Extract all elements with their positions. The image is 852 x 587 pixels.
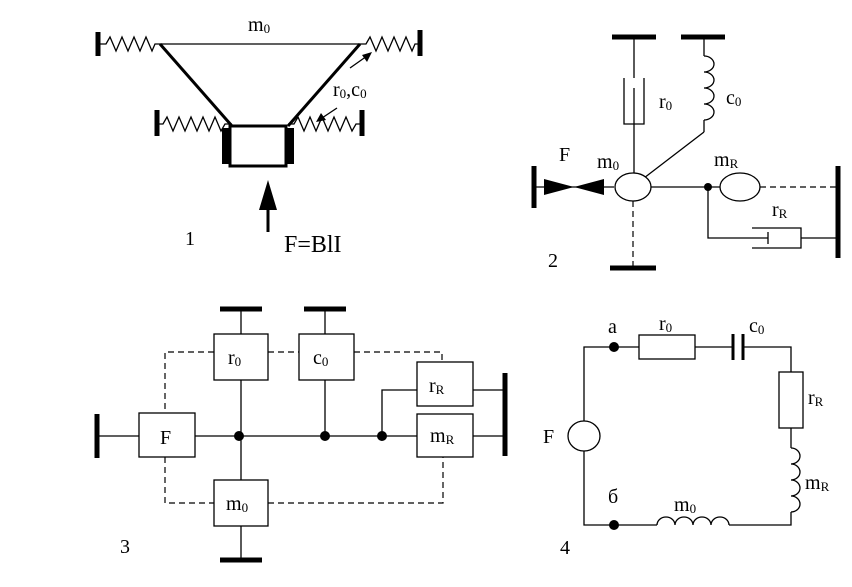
label-m0: m0: [597, 151, 619, 173]
spring-c0-link: [643, 131, 705, 179]
node-dot-1: [234, 431, 244, 441]
force-label-bli: F=BlI: [284, 232, 342, 258]
resistor-r0: [638, 334, 696, 360]
label-rR: rR: [772, 199, 788, 221]
label-F: F: [160, 427, 171, 449]
node-b-dot: [609, 520, 619, 530]
arrow-param-down-head: [316, 113, 326, 122]
wire-left-top: [583, 346, 639, 421]
dashed-frame-left-bottom: [164, 457, 214, 504]
label-c0: c0: [313, 347, 328, 369]
mass-m0: [614, 172, 652, 202]
force-arrow-head: [259, 180, 277, 210]
source-F: [567, 420, 601, 452]
magnet-left: [222, 128, 231, 164]
inductor-m0: [656, 516, 730, 526]
figure-number-1: 1: [185, 228, 195, 250]
link-bus-rR: [381, 389, 417, 436]
block-F: [138, 412, 196, 458]
figure-number-4: 4: [560, 537, 570, 559]
node-dot-2: [320, 431, 330, 441]
label-mR: mR: [430, 425, 455, 447]
figure-number-3: 3: [120, 536, 130, 558]
label-r0: r0: [228, 347, 241, 369]
label-c0: c0: [726, 87, 741, 109]
force-wedge-right: [574, 179, 604, 195]
param-label-r0-c0: r0,c0: [333, 79, 367, 101]
wire-c0-rR: [743, 346, 792, 372]
mass-label-m0: m0: [248, 14, 270, 36]
figure-2-mechanical-scheme: F m0 r0 c0 mR rR 2: [531, 34, 841, 272]
arrow-param-up-head: [362, 52, 372, 62]
block-mR: [416, 413, 474, 458]
cone-left: [158, 43, 234, 127]
label-node-b: б: [608, 486, 618, 508]
wire-m0-left: [583, 451, 657, 526]
spring-lower-right: [288, 115, 362, 133]
block-c0: [298, 333, 355, 381]
label-rR: rR: [808, 387, 824, 409]
inductor-mR: [790, 447, 801, 513]
wire-mR-m0: [730, 512, 792, 526]
voice-coil: [228, 124, 288, 168]
block-m0: [213, 479, 269, 527]
node-a-dot: [609, 342, 619, 352]
cone-right: [286, 43, 362, 127]
label-m0: m0: [674, 494, 696, 516]
figure-number-2: 2: [548, 250, 558, 272]
label-F: F: [559, 144, 570, 166]
label-m0: m0: [226, 493, 248, 515]
label-r0: r0: [659, 91, 672, 113]
resistor-rR: [778, 371, 804, 429]
figure-1-loudspeaker-sketch: m0 r0,c0 1 F=BlI: [95, 14, 423, 258]
block-rR: [416, 361, 474, 407]
mass-mR: [719, 172, 761, 202]
figure-4-electrical-analog: а б F r0 c0 rR mR m0 4: [543, 313, 830, 559]
spring-lower-left: [157, 115, 232, 133]
rR-link: [707, 187, 768, 239]
arrow-param-down: [321, 107, 338, 119]
label-c0: c0: [749, 315, 764, 337]
spring-top-right: [360, 35, 420, 53]
dashed-frame-left-top: [164, 351, 214, 413]
figure-3-block-scheme: F r0 c0 rR mR m0 3: [94, 306, 508, 563]
dashed-frame-bottom-right: [268, 457, 444, 504]
spring-c0-coil: [703, 55, 715, 121]
label-F: F: [543, 426, 554, 448]
dashed-frame-top-right: [354, 351, 443, 362]
label-node-a: а: [608, 316, 617, 338]
force-wedge-left: [544, 179, 574, 195]
label-mR: mR: [805, 472, 830, 494]
node-dot-3: [377, 431, 387, 441]
label-rR: rR: [429, 375, 445, 397]
block-r0: [213, 333, 269, 381]
label-r0: r0: [659, 313, 672, 335]
magnet-right: [285, 128, 294, 164]
spring-top-left: [98, 35, 160, 53]
label-mR: mR: [714, 149, 739, 171]
